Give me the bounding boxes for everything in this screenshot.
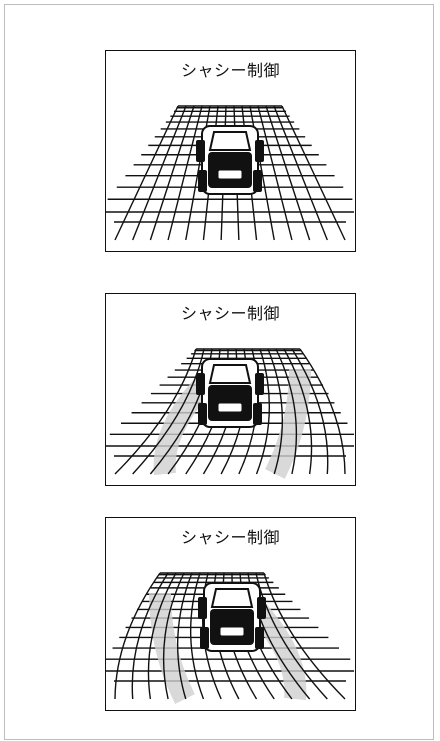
grid-line-vertical	[273, 105, 328, 241]
grid-line-vertical	[257, 105, 293, 241]
grid-line-vertical	[131, 572, 169, 700]
grid-line-vertical	[299, 348, 346, 475]
grid-line-vertical	[114, 105, 179, 241]
car-rear-view-icon	[198, 582, 266, 652]
panel-title: シャシー制御	[180, 61, 280, 80]
road-grid	[106, 572, 354, 704]
grid-line-vertical	[132, 348, 205, 475]
wheel-track-shadow	[149, 592, 195, 704]
road-grid-curve-left-illustration	[106, 348, 354, 479]
panel-title: シャシー制御	[180, 528, 280, 547]
grid-line-vertical	[114, 572, 161, 700]
grid-line-vertical	[263, 572, 346, 700]
grid-line-vertical	[162, 572, 185, 700]
grid-line-vertical	[267, 348, 284, 475]
grid-line-vertical	[176, 572, 193, 700]
road-grid	[106, 105, 354, 241]
grid-line-vertical	[255, 348, 270, 475]
car-rear-view-icon	[196, 358, 264, 428]
grid-line-vertical	[275, 348, 298, 475]
grid-line-vertical	[265, 105, 311, 241]
chassis-control-panel-curve-right: シャシー制御	[105, 517, 356, 711]
chassis-control-panel-straight: シャシー制御	[105, 50, 356, 252]
car-rear-view-icon	[196, 125, 264, 195]
grid-line-vertical	[132, 105, 187, 241]
page-frame: シャシー制御 シャシー制御 シャシー制御	[4, 4, 434, 740]
grid-line-vertical	[281, 105, 346, 241]
road-grid-curve-right-illustration	[106, 572, 354, 704]
grid-line-vertical	[291, 348, 329, 475]
panel-title: シャシー制御	[180, 304, 280, 323]
chassis-control-panel-curve-left: シャシー制御	[105, 293, 356, 486]
road-grid-straight-illustration	[106, 105, 354, 241]
grid-line-vertical	[149, 105, 195, 241]
wheel-track-shadow	[265, 368, 311, 479]
grid-line-vertical	[147, 572, 177, 700]
grid-line-vertical	[190, 572, 205, 700]
road-grid	[106, 348, 354, 479]
grid-line-vertical	[167, 105, 203, 241]
grid-line-vertical	[283, 348, 313, 475]
grid-line-vertical	[114, 348, 197, 475]
